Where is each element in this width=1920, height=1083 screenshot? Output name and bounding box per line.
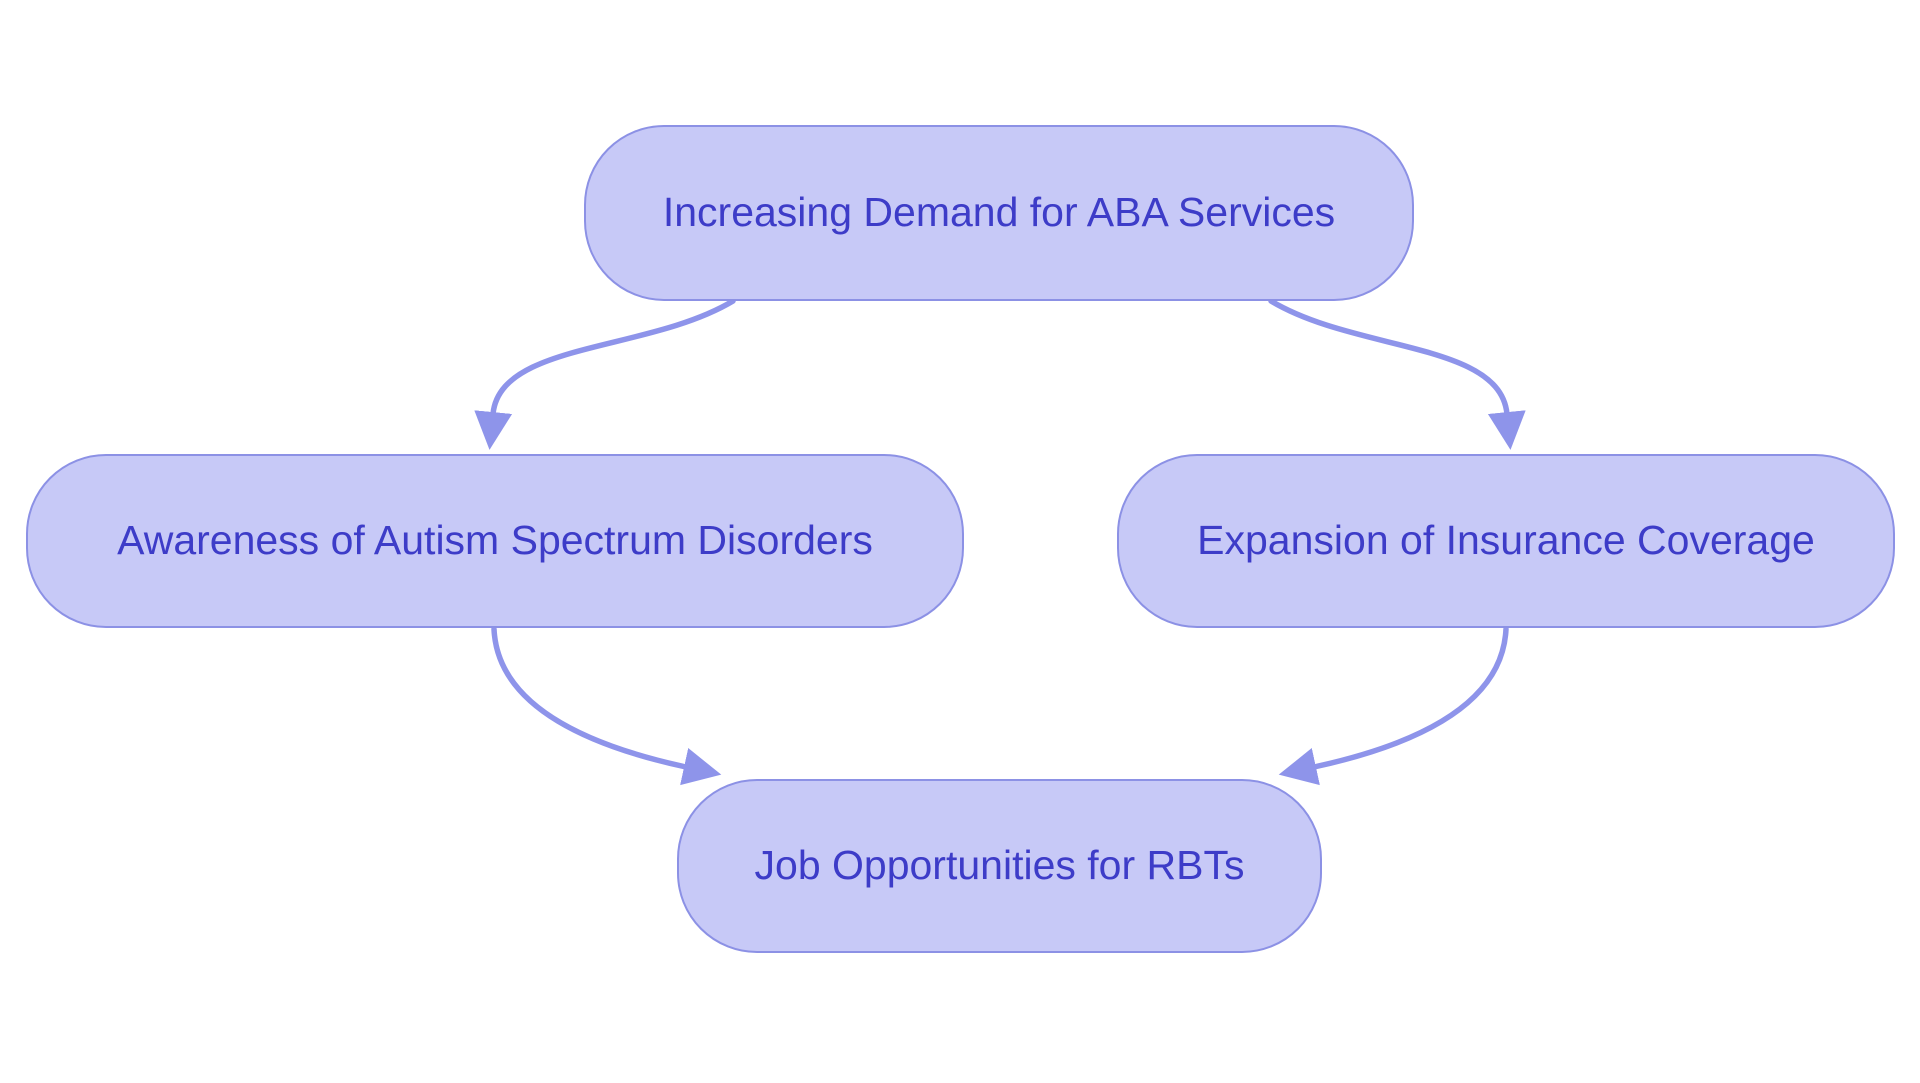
- node-label: Increasing Demand for ABA Services: [662, 189, 1336, 236]
- node-awareness-autism: Awareness of Autism Spectrum Disorders: [26, 454, 964, 628]
- edge-demand-to-awareness: [474, 298, 736, 450]
- edge-awareness-to-jobs: [491, 626, 722, 786]
- node-label: Expansion of Insurance Coverage: [1197, 517, 1815, 564]
- edge-insurance-to-jobs: [1278, 626, 1509, 786]
- node-label: Job Opportunities for RBTs: [754, 842, 1245, 889]
- edge-demand-to-insurance: [1268, 298, 1526, 450]
- node-label: Awareness of Autism Spectrum Disorders: [117, 517, 873, 564]
- node-increasing-demand: Increasing Demand for ABA Services: [584, 125, 1414, 301]
- node-job-opportunities: Job Opportunities for RBTs: [677, 779, 1322, 953]
- node-insurance-expansion: Expansion of Insurance Coverage: [1117, 454, 1895, 628]
